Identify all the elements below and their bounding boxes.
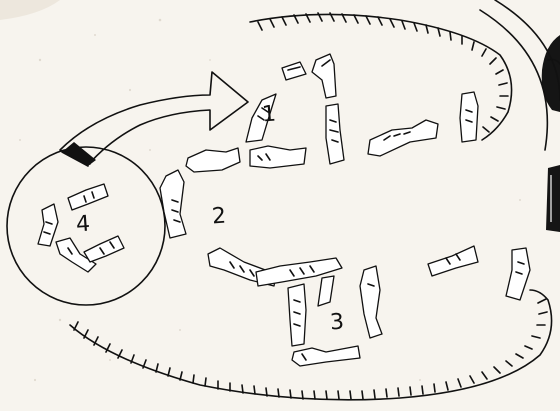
bone-fragment (368, 120, 438, 156)
bone-fragment (460, 92, 478, 142)
bone-fragment (68, 184, 108, 210)
group-label-2: 2 (211, 204, 227, 230)
bone-fragment (506, 248, 530, 300)
bone-fragment (318, 276, 334, 306)
bone-fragment (428, 246, 478, 276)
bone-group-3 (208, 246, 530, 366)
bone-fragment (288, 284, 306, 346)
paper-stain-top-left (0, 0, 60, 20)
hatched-wall-bottom (70, 290, 552, 400)
group-label-4: 4 (75, 212, 91, 238)
bone-fragment (292, 346, 360, 366)
bone-fragment (312, 54, 336, 98)
bone-fragment (326, 104, 344, 164)
group-label-1: 1 (261, 102, 277, 128)
bone-group-2 (160, 148, 240, 238)
group-label-3: 3 (329, 310, 345, 336)
bone-fragment (186, 148, 240, 172)
bone-fragment (38, 204, 58, 246)
bone-fragment (250, 146, 306, 168)
bone-group-1 (246, 54, 478, 168)
bone-fragment (360, 266, 382, 338)
side-object-mid-right (546, 165, 560, 232)
bone-fragment (160, 170, 186, 238)
bone-fragment (282, 62, 306, 80)
bone-fragment (84, 236, 124, 262)
